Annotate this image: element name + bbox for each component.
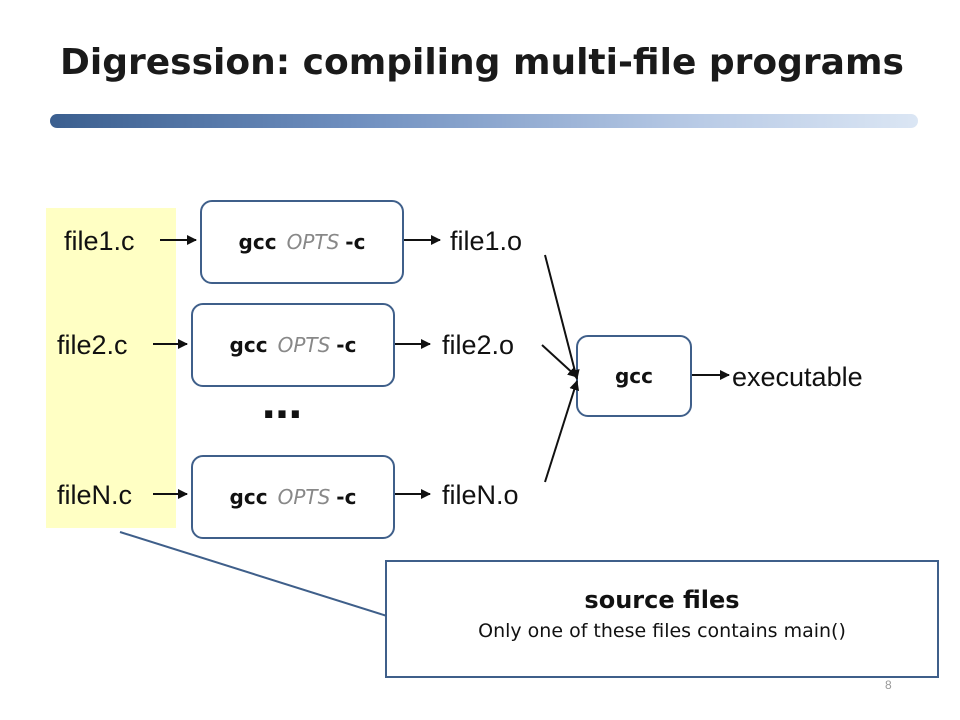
compile-cmd: gcc <box>229 485 268 509</box>
source-file-n: fileN.c <box>57 480 133 510</box>
source-file-1: file1.c <box>64 226 135 256</box>
source-file-2: file2.c <box>57 330 128 360</box>
callout-title: source files <box>584 586 740 614</box>
slide-title: Digression: compiling multi-file program… <box>60 42 904 83</box>
compile-opts: OPTS <box>286 230 340 254</box>
link-box: gcc <box>576 335 692 417</box>
arrow-objn-link <box>544 380 580 483</box>
arrow-obj2-link <box>541 344 578 378</box>
object-file-1: file1.o <box>450 226 523 256</box>
output-executable: executable <box>732 362 863 392</box>
compile-cmd: gcc <box>238 230 277 254</box>
callout-connector-line <box>119 531 388 617</box>
compile-flag: -c <box>336 333 357 357</box>
compile-opts: OPTS <box>277 333 331 357</box>
callout-subtitle: Only one of these files contains main() <box>478 620 846 642</box>
ellipsis: … <box>262 382 302 428</box>
object-file-2: file2.o <box>442 330 515 360</box>
source-files-callout: source files Only one of these files con… <box>385 560 939 678</box>
compile-box-n: gcc OPTS -c <box>191 455 395 539</box>
object-file-n: fileN.o <box>442 480 519 510</box>
link-cmd: gcc <box>614 364 654 388</box>
compile-cmd: gcc <box>229 333 268 357</box>
arrow-obj1-link <box>544 254 580 380</box>
compile-box-1: gcc OPTS -c <box>200 200 404 284</box>
source-files-highlight <box>46 208 176 528</box>
page-number: 8 <box>885 678 892 692</box>
compile-flag: -c <box>345 230 366 254</box>
compile-box-2: gcc OPTS -c <box>191 303 395 387</box>
title-underline-bar <box>50 114 918 128</box>
compile-opts: OPTS <box>277 485 331 509</box>
compile-flag: -c <box>336 485 357 509</box>
